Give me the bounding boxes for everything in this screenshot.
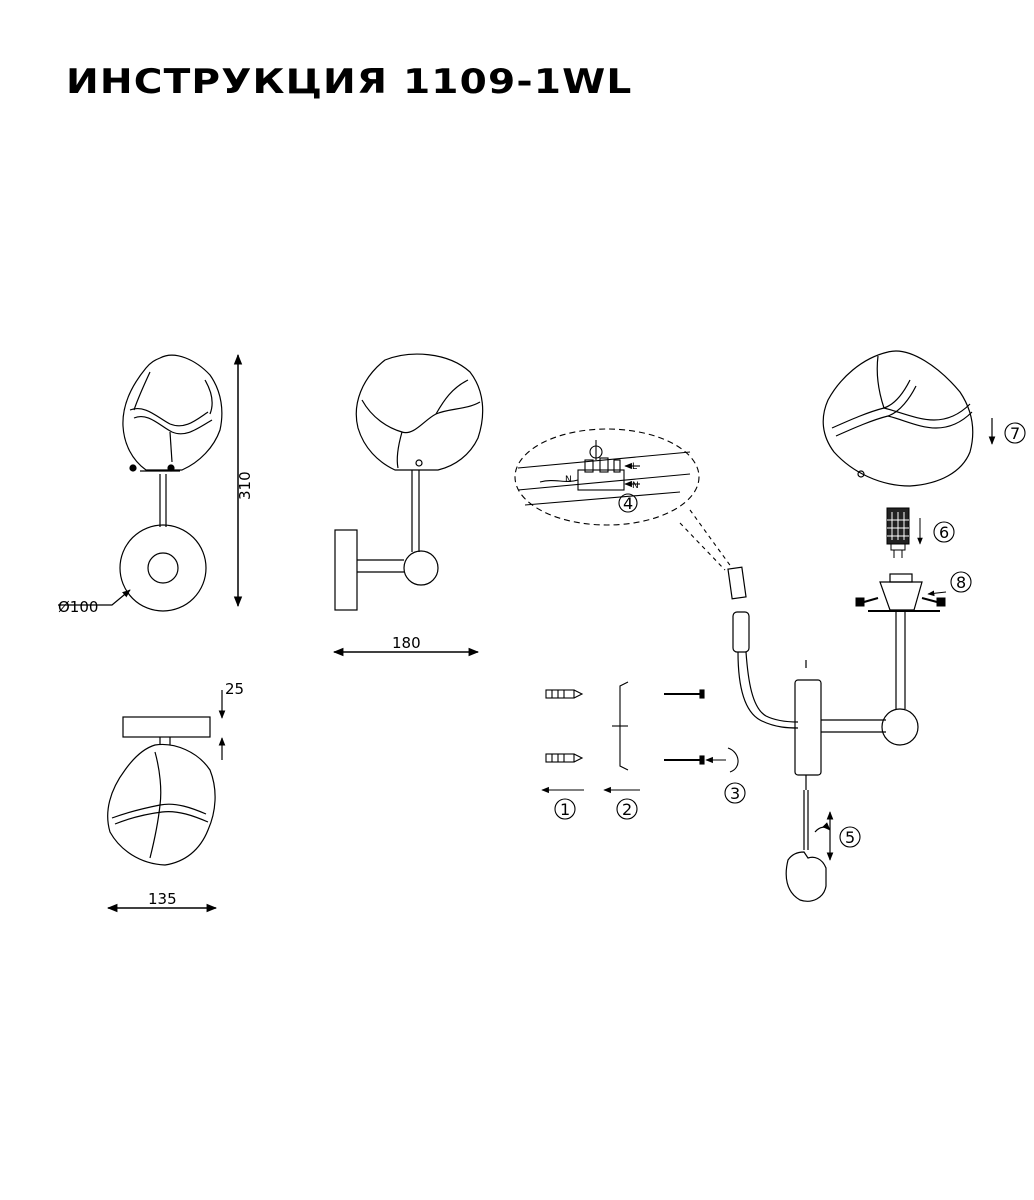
side-view [332,353,484,657]
svg-text:4: 4 [623,494,633,513]
screw-icon [664,689,705,699]
svg-text:2: 2 [622,800,632,819]
step-2-marker: 2 [616,798,638,820]
svg-text:3: 3 [730,784,740,803]
side-canopy [334,529,358,611]
front-view [58,353,243,612]
step-3-marker: 3 [724,782,746,804]
side-knob [403,550,439,586]
bottom-shade [107,743,216,866]
bottom-canopy [122,716,211,738]
dim-width-bottom: 135 [148,890,177,908]
hand-icon [785,851,827,902]
wire-neutral-label-left: N [565,475,572,485]
svg-text:5: 5 [845,828,855,847]
wall-plate [119,524,207,612]
svg-text:1: 1 [560,800,570,819]
junction-box [727,566,747,600]
page-title: ИНСТРУКЦИЯ 1109-1WL [66,62,633,102]
dim-width-side: 180 [392,634,421,652]
svg-text:8: 8 [956,573,966,592]
dim-depth-top: 25 [225,680,244,698]
screw-icon [664,755,705,765]
front-shade [122,354,223,471]
wire-neutral-label: N [632,481,639,491]
wire-live-label: L [632,462,637,472]
step-1-marker: 1 [554,798,576,820]
bottom-view [106,690,226,913]
assembly-view [727,566,940,902]
terminal-block [577,469,625,491]
dim-height: 310 [236,471,254,500]
assembly-shade [822,350,996,487]
side-shade [355,353,484,471]
step-6-marker: 6 [933,521,955,543]
dim-diameter: Ø100 [58,598,98,616]
wall-anchor-icon [545,689,584,699]
step-8-marker: 8 [950,571,972,593]
arm-knob [881,708,919,746]
step-5-marker: 5 [839,826,861,848]
screw-icon [129,464,137,472]
svg-text:7: 7 [1010,424,1020,443]
bulb-icon [886,507,923,558]
step-4-marker: 4 [618,493,638,513]
screw-icon [167,464,175,472]
mounting-hardware [541,681,739,794]
canopy-knob [147,552,179,584]
step-7-marker: 7 [1004,422,1026,444]
wiring-callout [514,428,733,571]
wall-canopy [794,679,822,776]
shade-screws [855,590,947,607]
svg-text:6: 6 [939,523,949,542]
wall-anchor-icon [545,753,584,763]
